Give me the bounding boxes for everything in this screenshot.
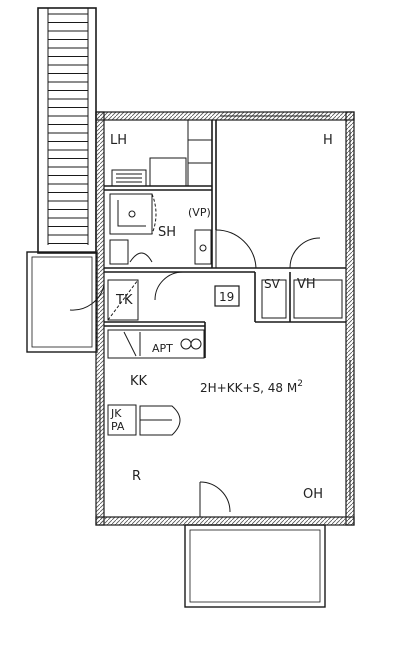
label-tk: TK bbox=[115, 293, 133, 308]
apartment-number-box bbox=[214, 285, 240, 307]
label-oh: OH bbox=[303, 487, 323, 502]
label-apt: APT bbox=[152, 342, 173, 355]
label-vh: VH bbox=[297, 277, 316, 292]
apartment-summary: 2H+KK+S, 48 M2 bbox=[200, 379, 303, 395]
label-kk: KK bbox=[130, 374, 148, 389]
label-sv: SV bbox=[264, 277, 281, 291]
kitchen-counter bbox=[107, 329, 205, 359]
label-jk: JK bbox=[110, 407, 122, 420]
wall-bottom bbox=[95, 516, 355, 526]
balcony-left bbox=[26, 251, 98, 353]
label-vp: (VP) bbox=[188, 206, 211, 219]
windows bbox=[99, 115, 351, 500]
interior-walls bbox=[104, 120, 346, 358]
label-r: R bbox=[132, 469, 141, 484]
wardrobes bbox=[107, 279, 343, 321]
balcony-bottom bbox=[184, 524, 326, 608]
label-sh: SH bbox=[158, 225, 176, 240]
staircase bbox=[37, 7, 97, 254]
label-pa: PA bbox=[111, 420, 125, 433]
room-labels: LH H SH (VP) TK SV VH APT KK JK PA R OH … bbox=[110, 133, 333, 502]
doors bbox=[69, 229, 321, 517]
label-lh: LH bbox=[110, 133, 127, 148]
label-h: H bbox=[323, 133, 333, 148]
jk-pa-unit bbox=[107, 404, 181, 436]
bathroom-fixtures bbox=[109, 193, 212, 265]
lh-closets bbox=[111, 119, 213, 187]
apartment-number: 19 bbox=[219, 290, 234, 304]
stair-steps bbox=[48, 13, 88, 244]
